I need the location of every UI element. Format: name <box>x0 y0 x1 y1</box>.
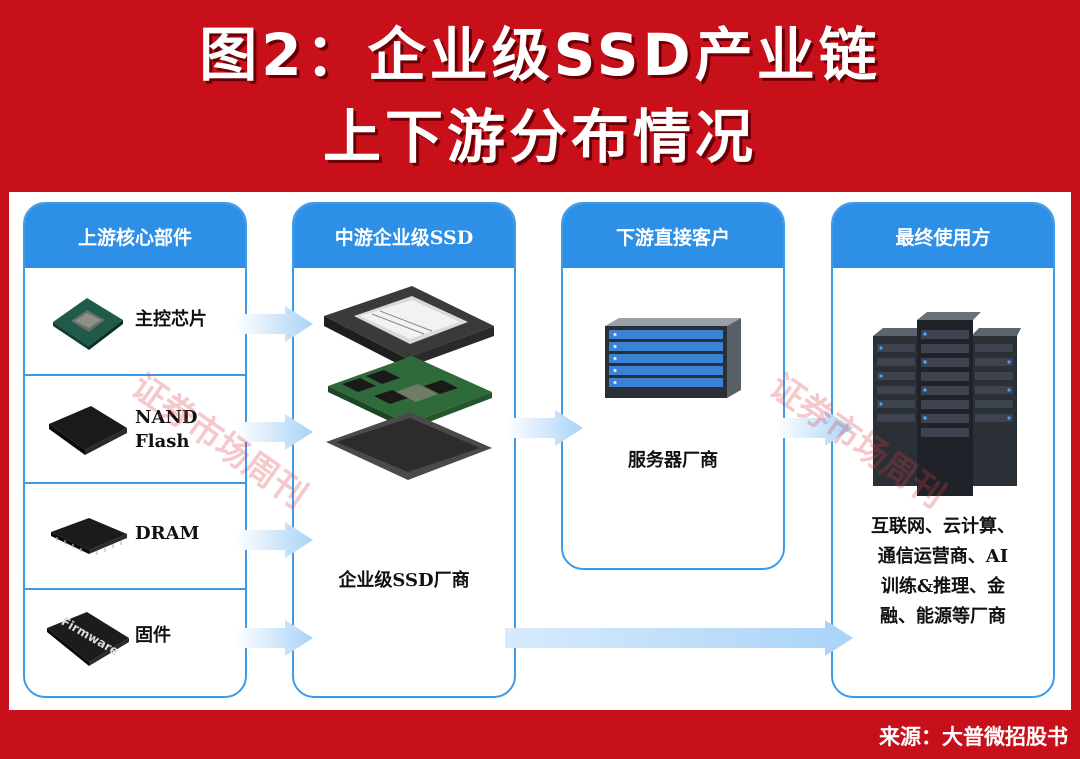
end-users-caption-line-2: 通信运营商、AI <box>877 546 1009 567</box>
title-line-1: 图2：企业级SSD产业链 <box>199 21 881 89</box>
title-line-2: 上下游分布情况 <box>322 103 757 171</box>
dram-chip-icon <box>51 518 127 555</box>
midstream-caption: 企业级SSD厂商 <box>338 570 470 591</box>
end-users-header: 最终使用方 <box>833 204 1053 268</box>
firmware-chip-icon: Firmware <box>47 612 129 666</box>
list-item-firmware: Firmware 固件 <box>25 590 245 696</box>
server-tower-icon <box>873 312 1021 496</box>
downstream-column: 下游直接客户 服务器厂商 <box>561 202 785 570</box>
list-item-nand-flash: NAND Flash <box>25 376 245 484</box>
upstream-header: 上游核心部件 <box>25 204 245 268</box>
arrow-midstream-to-end-users <box>505 620 853 656</box>
end-users-caption-line-3: 训练&推理、金 <box>880 576 1006 597</box>
nand-flash-icon <box>49 406 127 455</box>
rack-server-icon <box>605 318 741 398</box>
midstream-header: 中游企业级SSD <box>294 204 514 268</box>
arrow-midstream-to-downstream <box>505 410 583 446</box>
list-item-dram: DRAM <box>25 484 245 590</box>
controller-chip-icon <box>53 298 123 350</box>
nand-flash-label: NAND Flash <box>135 407 198 452</box>
end-users-caption-line-1: 互联网、云计算、 <box>871 516 1015 537</box>
arrow-firmware-to-midstream <box>235 620 313 656</box>
arrow-dram-to-midstream <box>235 522 313 558</box>
arrow-controller-to-midstream <box>235 306 313 342</box>
end-users-column: 最终使用方 <box>831 202 1055 698</box>
enterprise-ssd-icon <box>324 286 494 480</box>
arrow-downstream-to-end-users <box>775 410 853 446</box>
list-item-controller-chip: 主控芯片 <box>25 268 245 376</box>
midstream-column: 中游企业级SSD 企业级SSD厂商 <box>292 202 516 698</box>
end-users-caption-line-4: 融、能源等厂商 <box>880 606 1006 627</box>
controller-chip-label: 主控芯片 <box>135 309 207 330</box>
firmware-label: 固件 <box>135 625 171 646</box>
arrow-nand-to-midstream <box>235 414 313 450</box>
downstream-header: 下游直接客户 <box>563 204 783 268</box>
downstream-caption: 服务器厂商 <box>628 450 718 471</box>
source-note: 来源：大普微招股书 <box>879 725 1068 749</box>
dram-label: DRAM <box>135 523 200 544</box>
diagram-panel: 上游核心部件 主控芯片 NAND Flash <box>9 192 1071 710</box>
upstream-column: 上游核心部件 主控芯片 NAND Flash <box>23 202 247 698</box>
